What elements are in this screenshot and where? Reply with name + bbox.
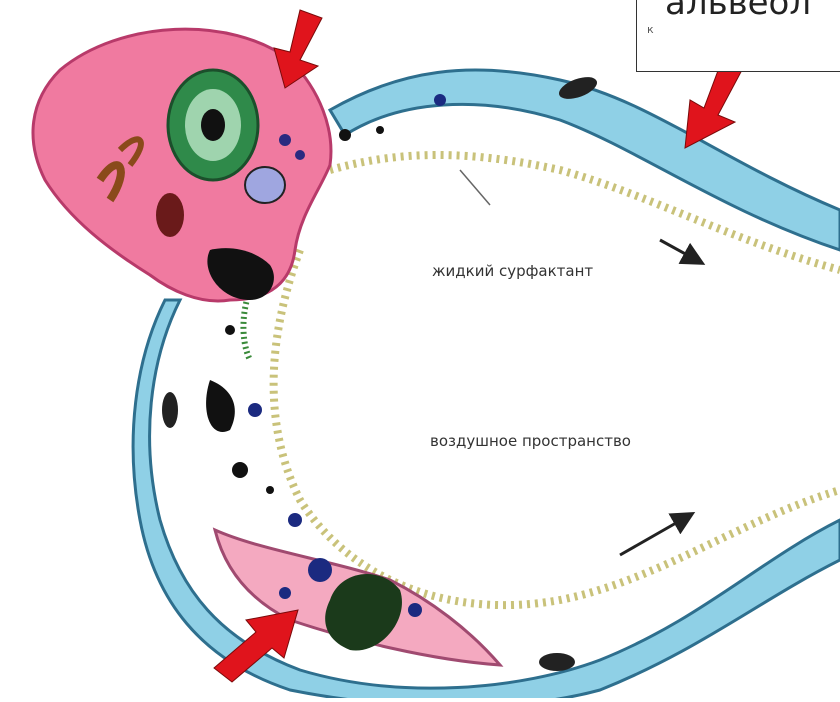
endothelial-nucleus bbox=[539, 653, 575, 671]
endothelial-nucleus bbox=[162, 392, 178, 428]
red-pointer-arrow bbox=[685, 60, 742, 148]
lamellar-body bbox=[245, 167, 285, 203]
capillary-wall bbox=[330, 70, 840, 250]
black-flow-arrow bbox=[620, 515, 690, 555]
air-space-label: воздушное пространство bbox=[430, 432, 631, 450]
surfactant-layer bbox=[274, 250, 840, 605]
callout-box: альвеол к bbox=[636, 0, 840, 72]
callout-fragment: к bbox=[647, 23, 654, 36]
callout-text: альвеол bbox=[665, 0, 811, 23]
black-flow-arrow bbox=[660, 240, 700, 262]
liquid-surfactant-label: жидкий сурфактант bbox=[432, 262, 593, 280]
capillary-wall-lower bbox=[133, 300, 840, 698]
